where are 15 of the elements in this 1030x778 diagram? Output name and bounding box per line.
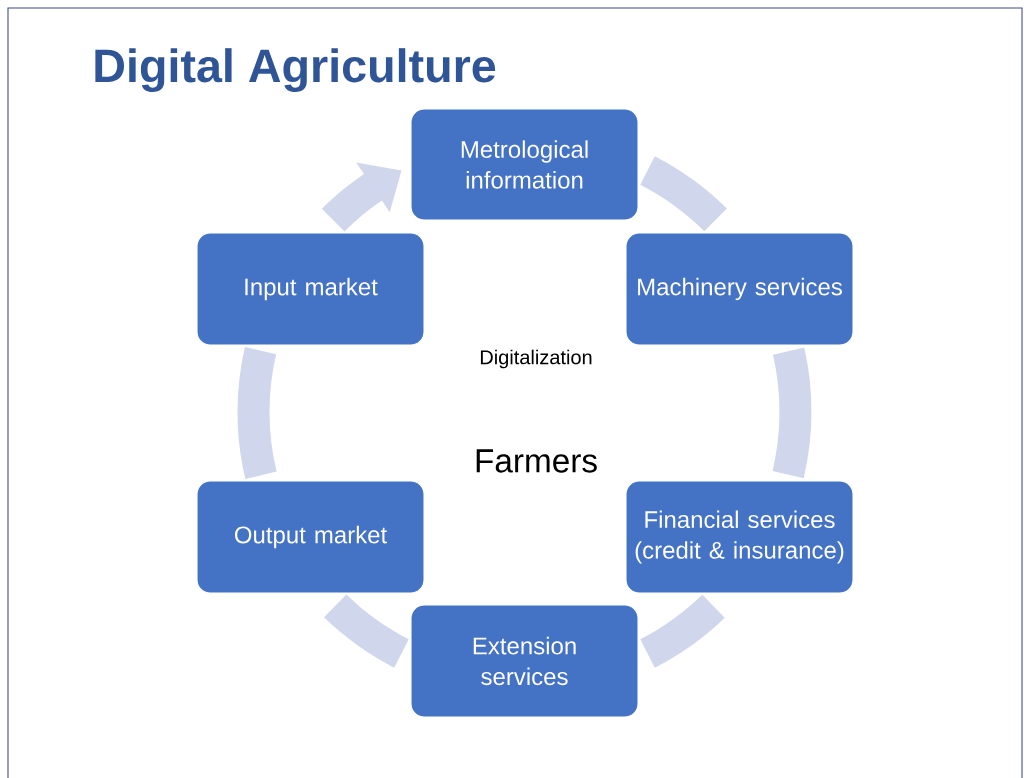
process-box: Output market	[196, 480, 425, 594]
cycle-arrow	[321, 162, 402, 232]
cycle-arrow	[237, 347, 277, 479]
title: Digital Agriculture	[95, 48, 496, 92]
cycle-arrow	[772, 347, 812, 479]
process-box: Input market	[196, 232, 425, 346]
process-box: Extension services	[410, 604, 639, 718]
cycle-arrow	[640, 594, 725, 668]
center-label: Farmers	[476, 449, 597, 473]
process-box: Financial services (credit & insurance)	[625, 480, 854, 594]
cycle-arrow	[324, 594, 409, 668]
process-box: Metrological information	[410, 108, 639, 221]
center-label: Digitalization	[480, 349, 592, 369]
process-box: Machinery services	[625, 232, 854, 346]
cycle-arrow	[640, 156, 727, 232]
